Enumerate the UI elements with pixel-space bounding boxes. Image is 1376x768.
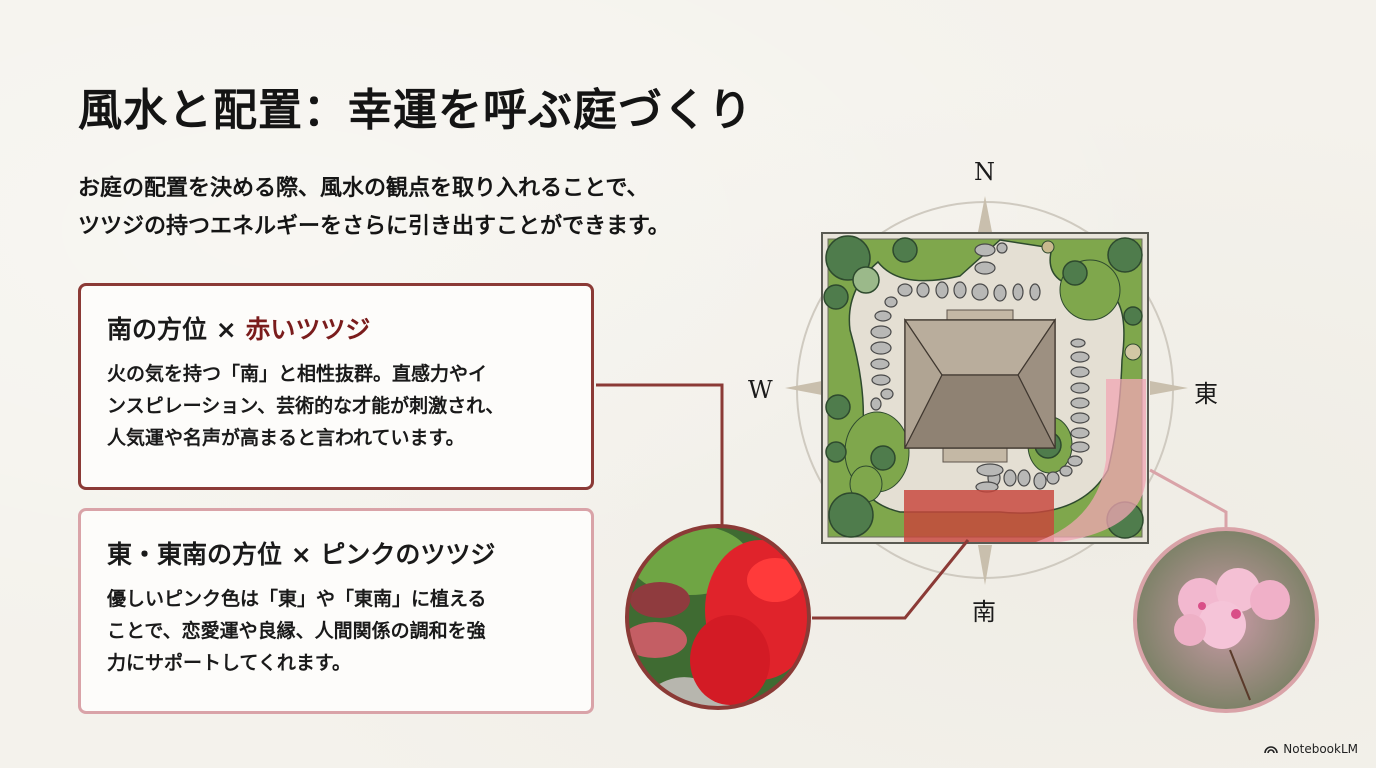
card-body-line: ことで、恋愛運や良縁、人間関係の調和を強 <box>107 620 486 642</box>
compass-label-north: N <box>974 158 995 186</box>
subtitle-line: ツツジの持つエネルギーをさらに引き出すことができます。 <box>78 214 670 239</box>
subtitle: お庭の配置を決める際、風水の観点を取り入れることで、 ツツジの持つエネルギーをさ… <box>78 170 670 246</box>
pink-azalea-photo <box>1133 527 1319 713</box>
card-body-line: 火の気を持つ「南」と相性抜群。直感力やイ <box>107 363 488 385</box>
compass-label-east: 東 <box>1194 380 1218 408</box>
card-south-red: 南の方位 × 赤いツツジ 火の気を持つ「南」と相性抜群。直感力やイ ンスピレーシ… <box>78 283 594 490</box>
south-zone-highlight <box>904 490 1054 542</box>
card-body-line: 人気運や名声が高まると言われています。 <box>107 427 465 449</box>
subtitle-line: お庭の配置を決める際、風水の観点を取り入れることで、 <box>78 176 649 201</box>
footer-brand: NotebookLM <box>1264 742 1358 756</box>
card-body-line: ンスピレーション、芸術的な才能が刺激され、 <box>107 395 505 417</box>
card-title: 南の方位 × 赤いツツジ <box>107 310 565 346</box>
card-east-pink: 東・東南の方位 × ピンクのツツジ 優しいピンク色は「東」や「東南」に植える こ… <box>78 508 594 714</box>
connector-east <box>1149 468 1228 527</box>
compass-label-west: W <box>748 376 773 404</box>
connector-south <box>596 383 724 527</box>
page-title: 風水と配置：幸運を呼ぶ庭づくり <box>78 85 753 136</box>
compass-point-south <box>978 545 992 585</box>
red-azalea-photo <box>625 524 811 710</box>
card-body-line: 優しいピンク色は「東」や「東南」に植える <box>107 588 487 610</box>
compass <box>785 196 1188 585</box>
compass-point-east <box>1150 381 1188 395</box>
notebooklm-logo-icon <box>1264 746 1279 754</box>
card-body: 火の気を持つ「南」と相性抜群。直感力やイ ンスピレーション、芸術的な才能が刺激さ… <box>107 358 565 454</box>
brand-label: NotebookLM <box>1283 742 1358 756</box>
connector-south-photo <box>812 539 970 620</box>
card-title: 東・東南の方位 × ピンクのツツジ <box>107 540 496 569</box>
card-body: 優しいピンク色は「東」や「東南」に植える ことで、恋愛運や良縁、人間関係の調和を… <box>107 583 565 679</box>
card-title-prefix: 南の方位 × <box>107 315 246 344</box>
garden-plan <box>821 232 1149 544</box>
card-title-accent: 赤いツツジ <box>245 315 371 344</box>
east-zone-highlight <box>1036 379 1146 542</box>
card-body-line: 力にサポートしてくれます。 <box>107 652 351 674</box>
compass-point-north <box>978 196 992 232</box>
compass-point-west <box>785 381 822 395</box>
compass-label-south: 南 <box>972 598 996 626</box>
